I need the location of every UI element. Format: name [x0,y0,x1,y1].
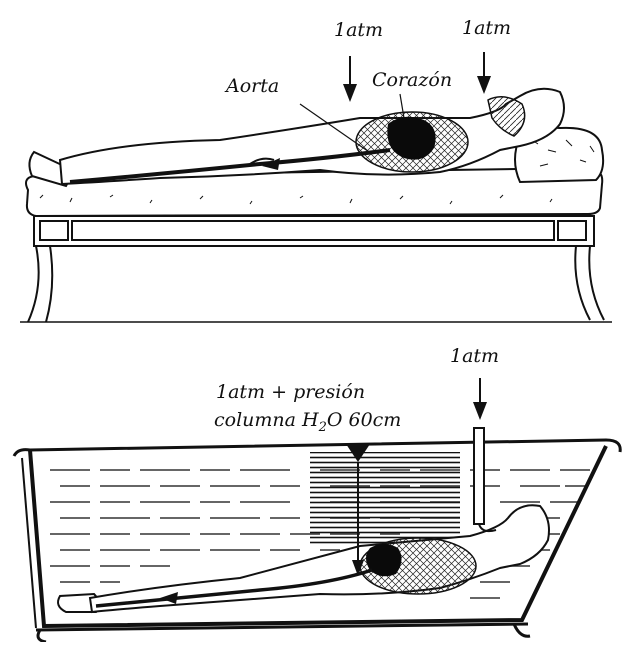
water-column [310,452,460,544]
atm-arrow-left [343,56,357,102]
label-heart: Corazón [372,69,452,91]
label-pressure-line2: columna H2O 60cm [214,409,401,435]
label-pressure-line2-start: columna H [214,409,319,431]
bottom-scene: 1atm 1atm + presión columna H2O 60cm [14,345,620,642]
label-pressure-subscript: 2 [318,420,327,435]
label-pressure-line2-end: O 60cm [327,409,401,431]
atm-arrow-tube [473,378,487,420]
top-scene: 1atm 1atm Aorta Corazón [20,17,612,322]
atm-arrow-right [477,52,491,94]
bed [20,168,612,322]
label-aorta: Aorta [224,75,279,97]
label-atm-right: 1atm [462,17,511,39]
label-atm-tube: 1atm [450,345,499,367]
label-pressure-line1: 1atm + presión [216,381,365,403]
label-atm-left: 1atm [334,19,383,41]
